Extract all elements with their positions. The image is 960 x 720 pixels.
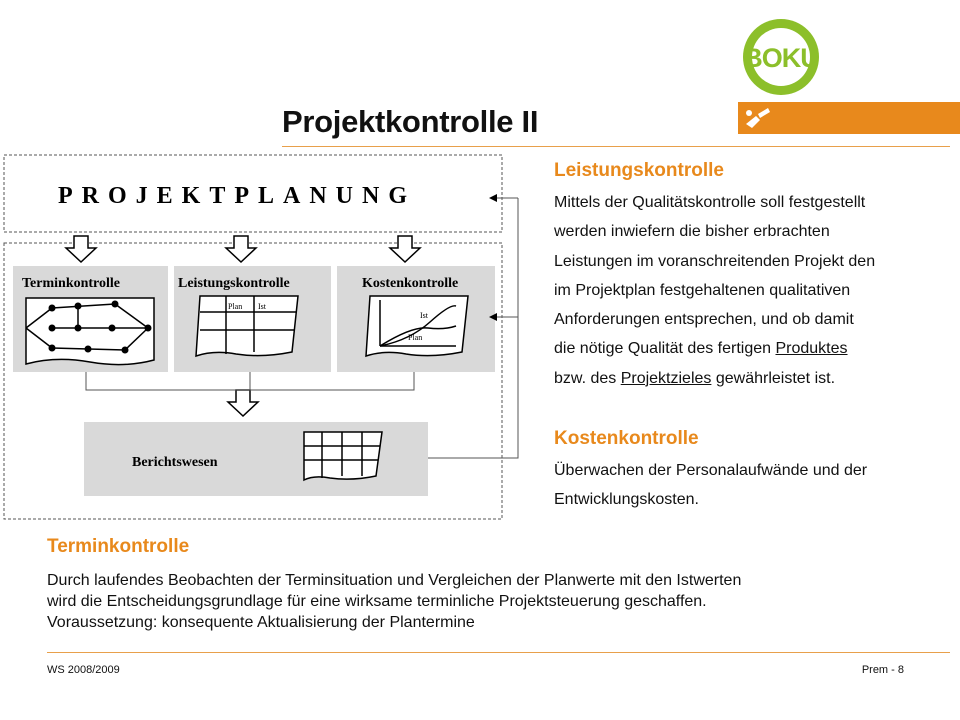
kosten-ist-label: Ist bbox=[420, 311, 429, 320]
cost-curve-icon: Ist Plan bbox=[365, 295, 469, 358]
title-rule bbox=[282, 146, 950, 147]
text-line: Leistungen im voranschreitenden Projekt … bbox=[554, 252, 876, 270]
kostenkontrolle-heading: Kostenkontrolle bbox=[554, 428, 699, 449]
text-fragment: gewährleistet ist. bbox=[711, 369, 836, 387]
terminkontrolle-heading: Terminkontrolle bbox=[47, 536, 190, 557]
ist-label: Ist bbox=[258, 302, 267, 311]
kostenkontrolle-text: Überwachen der Personalaufwände und der … bbox=[554, 456, 954, 514]
produktes-link[interactable]: Produktes bbox=[775, 340, 848, 358]
text-fragment: bzw. des bbox=[554, 369, 621, 387]
kosten-plan-label: Plan bbox=[408, 333, 422, 342]
leaf-icon bbox=[746, 108, 770, 128]
text-fragment: die nötige Qualität des fertigen bbox=[554, 340, 776, 358]
control-frame bbox=[3, 242, 503, 520]
bericht-box-label: Berichtswesen bbox=[132, 455, 218, 470]
text-line: Mittels der Qualitätskontrolle soll fest… bbox=[554, 194, 866, 211]
planning-frame bbox=[3, 154, 503, 233]
report-table-icon bbox=[303, 431, 383, 482]
leistung-box-label: Leistungskontrolle bbox=[178, 276, 290, 291]
text-line: Anforderungen entsprechen, und ob damit bbox=[554, 311, 854, 329]
planning-header: PROJEKTPLANUNG bbox=[58, 183, 416, 209]
project-control-diagram: PROJEKTPLANUNG Terminkontrolle Leistungs… bbox=[3, 154, 519, 520]
leistungskontrolle-text: Mittels der Qualitätskontrolle soll fest… bbox=[554, 188, 954, 393]
kosten-box-label: Kostenkontrolle bbox=[362, 276, 458, 291]
text-line: Überwachen der Personalaufwände und der bbox=[554, 462, 868, 479]
footer-page-number: Prem - 8 bbox=[861, 664, 904, 676]
text-line: Voraussetzung: konsequente Aktualisierun… bbox=[47, 614, 475, 631]
terminkontrolle-text: Durch laufendes Beobachten der Terminsit… bbox=[47, 570, 927, 633]
text-line: werden inwiefern die bisher erbrachten bbox=[554, 223, 830, 241]
text-line: Durch laufendes Beobachten der Terminsit… bbox=[47, 572, 742, 589]
footer-rule bbox=[47, 652, 950, 653]
page-title: Projektkontrolle II bbox=[282, 104, 539, 139]
plan-ist-table-icon: Plan Ist bbox=[195, 295, 299, 358]
down-arrow-icon bbox=[64, 235, 422, 418]
text-line: bzw. des Projektzieles gewährleistet ist… bbox=[554, 364, 954, 393]
text-line: wird die Entscheidungsgrundlage für eine… bbox=[47, 593, 707, 610]
network-chart-icon bbox=[25, 297, 155, 366]
text-line: im Projektplan festgehaltenen qualitativ… bbox=[554, 281, 851, 299]
boku-logo: BOKU bbox=[743, 19, 820, 95]
text-line: die nötige Qualität des fertigen Produkt… bbox=[554, 334, 954, 363]
termin-box-label: Terminkontrolle bbox=[22, 276, 120, 291]
logo-accent-bar bbox=[738, 102, 960, 134]
plan-label: Plan bbox=[228, 302, 242, 311]
footer-semester: WS 2008/2009 bbox=[47, 664, 120, 676]
svg-text:BOKU: BOKU bbox=[743, 43, 819, 73]
leistungskontrolle-heading: Leistungskontrolle bbox=[554, 160, 724, 181]
text-line: Entwicklungskosten. bbox=[554, 491, 699, 508]
projektzieles-link[interactable]: Projektzieles bbox=[620, 369, 712, 387]
